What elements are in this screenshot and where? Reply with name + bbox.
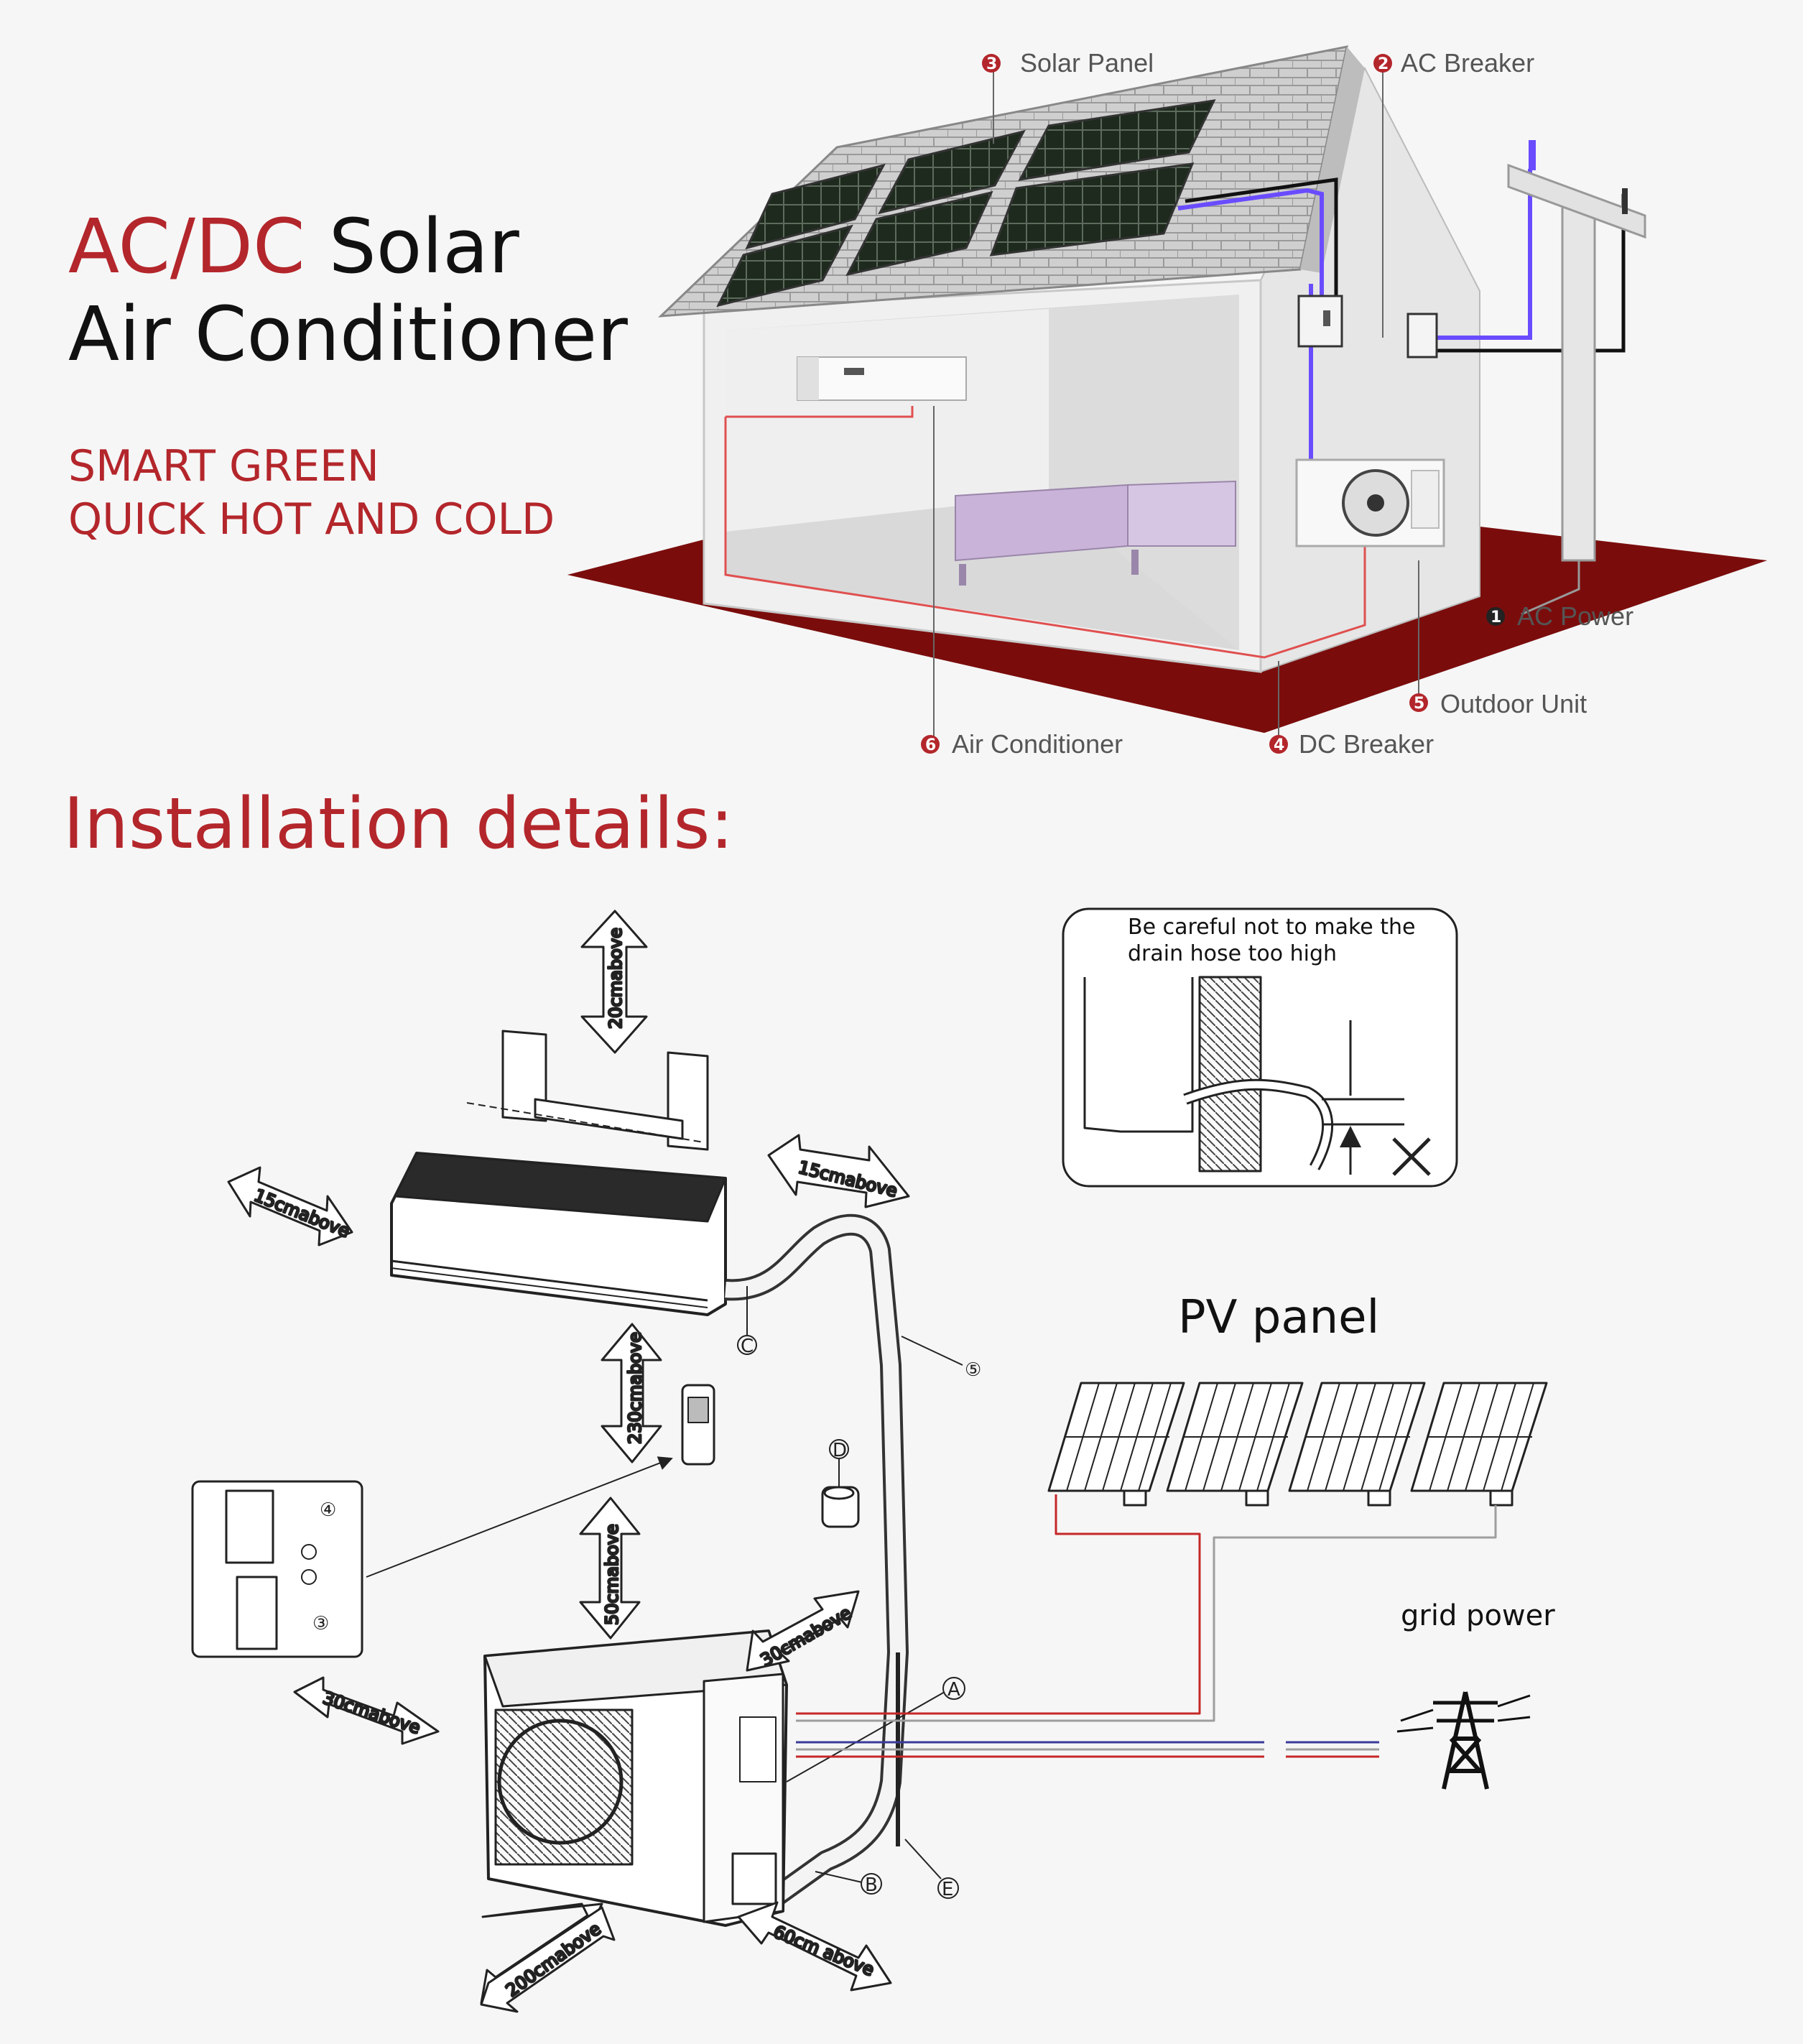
drain-warning-inset: Be careful not to make the drain hose to…	[1062, 907, 1458, 1188]
house-indoor-unit	[797, 356, 967, 401]
tagline: SMART GREEN QUICK HOT AND COLD	[68, 440, 555, 546]
callout-b: B	[865, 1874, 878, 1896]
pv-grid-wiring	[796, 1494, 1497, 1758]
house-leader-lines	[933, 68, 1419, 740]
main-title: AC/DC Solar Air Conditioner	[68, 203, 628, 378]
callout-a: A	[947, 1679, 960, 1701]
clearance-left-indoor: 15cmabove	[227, 1166, 353, 1247]
clearance-right-indoor: 15cmabove	[767, 1134, 910, 1208]
label-ac-breaker: 2 AC Breaker	[1373, 48, 1534, 78]
house-wiring	[724, 169, 1626, 659]
clearance-above-outdoor: 50cmabove	[579, 1497, 641, 1640]
mounting-plate	[466, 1030, 709, 1151]
svg-text:1: 1	[1491, 609, 1501, 626]
svg-text:Air Conditioner: Air Conditioner	[952, 729, 1123, 759]
svg-text:Outdoor Unit: Outdoor Unit	[1440, 689, 1587, 718]
label-solar-panel: 3 Solar Panel	[982, 48, 1154, 78]
house-illustration: 3 Solar Panel 2 AC Breaker 1 AC Power 5 …	[567, 45, 1767, 759]
grid-power-title: grid power	[1401, 1599, 1555, 1632]
cross-icon	[1392, 1137, 1431, 1176]
callout-c: C	[741, 1336, 754, 1357]
label-ac-power: 1 AC Power	[1486, 601, 1633, 631]
callout-five: ⑤	[965, 1359, 981, 1381]
title-rest: Solar	[328, 203, 519, 290]
pv-panel-array	[1047, 1382, 1548, 1507]
svg-text:AC Breaker: AC Breaker	[1401, 48, 1534, 78]
bed	[955, 480, 1236, 586]
clearance-below-indoor: 230cmabove	[601, 1323, 662, 1463]
label-dc-breaker: 4 DC Breaker	[1269, 729, 1434, 759]
svg-text:DC Breaker: DC Breaker	[1299, 729, 1434, 759]
remote-holder-inset: ④ ③	[191, 1480, 363, 1658]
transmission-tower-icon	[1396, 1691, 1531, 1790]
title-line2: Air Conditioner	[68, 290, 628, 378]
svg-text:5: 5	[1414, 695, 1424, 713]
house-ac-breaker	[1406, 313, 1438, 359]
clearance-outdoor-left: 30cmabove	[293, 1676, 440, 1745]
drain-note-line1: Be careful not to make the	[1128, 915, 1416, 940]
roof-solar-panels	[716, 99, 1216, 307]
drain-note-line2: drain hose too high	[1128, 941, 1337, 966]
svg-text:200cmabove: 200cmabove	[502, 1919, 605, 2001]
svg-text:20cmabove: 20cmabove	[606, 928, 626, 1029]
callouts	[737, 1286, 965, 1899]
outdoor-unit	[483, 1629, 788, 1927]
callout-e: E	[942, 1879, 953, 1900]
clearance-top: 20cmabove	[580, 910, 648, 1054]
callout-d: D	[833, 1440, 847, 1461]
svg-text:AC Power: AC Power	[1517, 601, 1633, 631]
label-air-conditioner: 6 Air Conditioner	[921, 729, 1123, 759]
svg-text:230cmabove: 230cmabove	[625, 1332, 645, 1444]
title-red-part: AC/DC	[68, 203, 305, 290]
clearance-outdoor-right: 60cm above	[737, 1901, 892, 1992]
svg-text:50cmabove: 50cmabove	[602, 1524, 622, 1625]
pv-panel-title: PV panel	[1178, 1291, 1379, 1344]
svg-text:Solar Panel: Solar Panel	[1020, 48, 1154, 78]
house-dc-breaker	[1297, 295, 1343, 348]
svg-text:6: 6	[925, 736, 936, 754]
house-outdoor-unit	[1295, 458, 1445, 547]
label-outdoor-unit: 5 Outdoor Unit	[1409, 689, 1587, 718]
clearance-outdoor-front: 200cmabove	[480, 1902, 616, 2013]
tagline-2: QUICK HOT AND COLD	[68, 494, 555, 545]
svg-text:4: 4	[1274, 736, 1284, 754]
callout-labels: C ⑤ D A B E	[741, 1336, 981, 1900]
callout-three: ③	[312, 1613, 329, 1634]
callout-four: ④	[320, 1499, 336, 1521]
indoor-unit	[390, 1152, 727, 1316]
drain-fitting	[821, 1486, 860, 1528]
remote-control	[681, 1384, 715, 1466]
utility-pole	[1507, 140, 1646, 616]
svg-text:60cm above: 60cm above	[771, 1922, 877, 1981]
tagline-1: SMART GREEN	[68, 441, 379, 491]
section-title: Installation details:	[63, 783, 734, 865]
installation-diagram: ④ ③ 20cmabove	[191, 907, 1555, 2013]
svg-text:2: 2	[1378, 55, 1389, 73]
svg-text:3: 3	[986, 55, 997, 73]
